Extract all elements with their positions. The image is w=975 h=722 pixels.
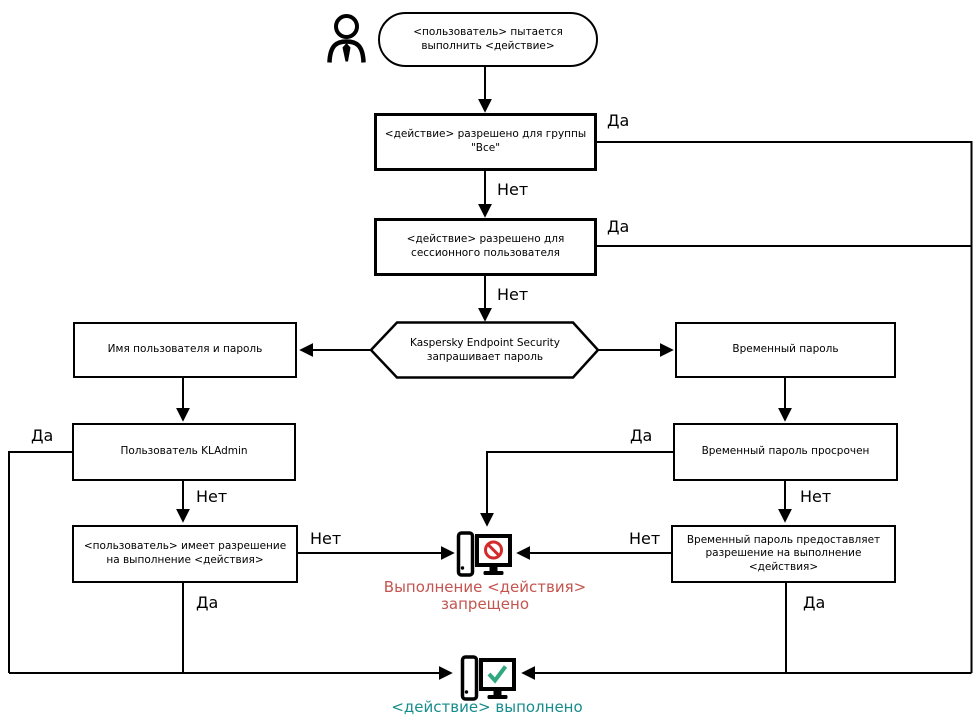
node-allowed-for-session-user: <действие> разрешено для сессионного пол…: [374, 218, 597, 276]
edge-label-no-temp-grants: Нет: [629, 529, 661, 548]
allowed-computer-icon: [460, 655, 516, 701]
node-start: <пользователь> пытается выполнить <дейст…: [378, 12, 598, 67]
node-user-has-permission: <пользователь> имеет разрешение на выпол…: [72, 525, 298, 583]
node-temp-password-grants-permission: Временный пароль предоставляет разрешени…: [671, 525, 896, 583]
decision-hexagon: [369, 321, 600, 379]
node-username-password: Имя пользователя и пароль: [73, 322, 297, 378]
edge-label-no-expired: Нет: [800, 487, 832, 506]
edge-label-yes-session: Да: [607, 217, 630, 236]
arrow-connectors: [9, 67, 972, 680]
caption-action-blocked: Выполнение <действия> запрещено: [383, 578, 587, 614]
edge-label-yes-user-permission: Да: [196, 593, 219, 612]
node-kes-prompts-password: Kaspersky Endpoint Security запрашивает …: [410, 336, 560, 363]
node-temporary-password: Временный пароль: [675, 322, 896, 378]
user-icon: [327, 14, 366, 63]
checkmark-icon: [487, 665, 508, 684]
edge-label-yes-temp-grants: Да: [803, 593, 826, 612]
edge-label-yes-expired: Да: [630, 426, 653, 445]
edge-label-no-kladmin: Нет: [196, 487, 228, 506]
edge-label-yes-kladmin: Да: [31, 426, 54, 445]
denied-computer-icon: [456, 531, 512, 577]
edge-label-no-session: Нет: [497, 285, 529, 304]
caption-action-performed: <действие> выполнено: [391, 698, 583, 716]
node-user-kladmin: Пользователь KLAdmin: [72, 423, 296, 481]
edge-label-yes-everyone: Да: [607, 111, 630, 130]
edge-label-no-everyone: Нет: [497, 180, 529, 199]
node-temporary-password-expired: Временный пароль просрочен: [673, 423, 898, 481]
edge-label-no-user-permission: Нет: [310, 529, 342, 548]
prohibition-icon: [484, 540, 503, 560]
plain-connectors: [8, 141, 973, 673]
node-allowed-for-everyone: <действие> разрешено для группы "Все": [374, 113, 597, 171]
